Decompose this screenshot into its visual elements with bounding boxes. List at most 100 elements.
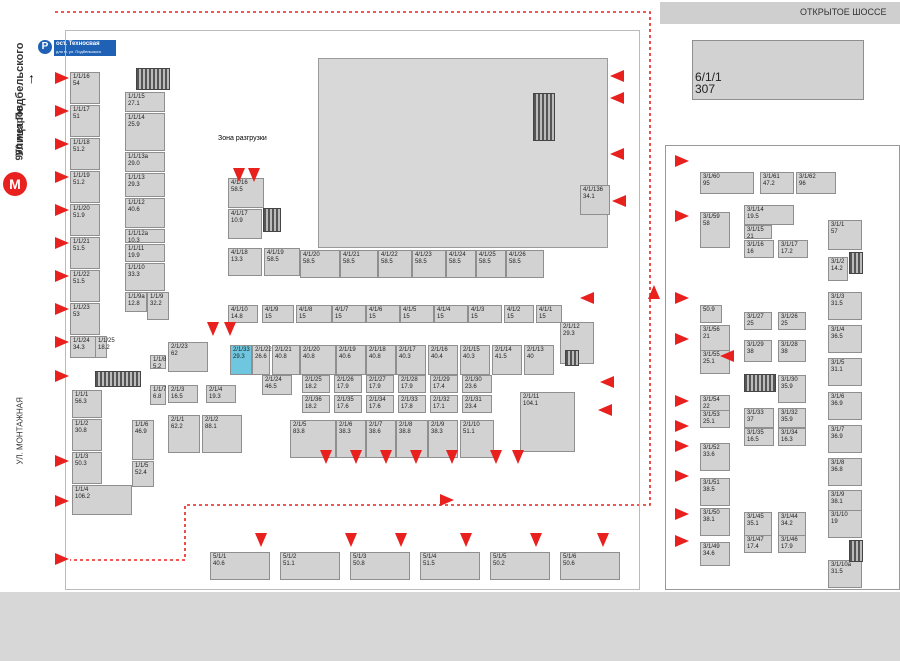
unit[interactable]: 50.9 bbox=[700, 305, 722, 323]
